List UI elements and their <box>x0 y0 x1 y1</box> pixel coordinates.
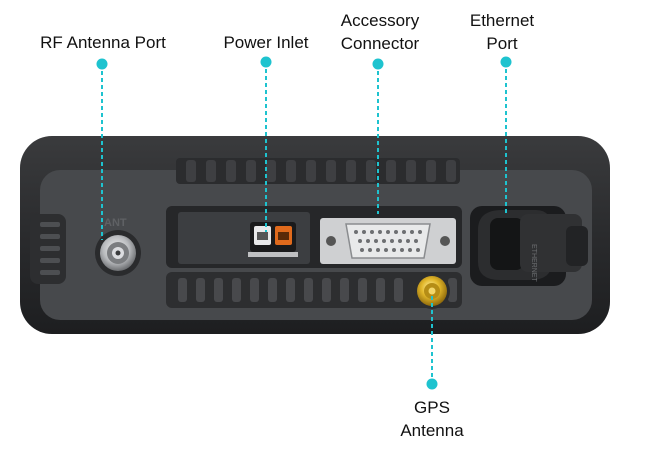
power-inlet-connector <box>248 222 298 257</box>
top-fin-slots <box>186 160 456 182</box>
label-gps-antenna-line-2: Antenna <box>400 421 464 440</box>
left-grip-ribs <box>40 222 60 275</box>
top-cooling-fins <box>176 158 460 184</box>
ethernet-port <box>470 206 588 286</box>
accessory-connector <box>320 218 456 264</box>
label-power-inlet: Power Inlet <box>200 31 332 54</box>
label-accessory-connector-line-2: Connector <box>340 34 420 53</box>
label-power-inlet-line-1: Power Inlet <box>223 33 309 52</box>
label-ethernet-port-line-2: Port <box>486 34 518 53</box>
label-gps-antenna-line-1: GPS <box>414 398 450 417</box>
label-accessory-connector-line-1: Accessory <box>340 11 420 30</box>
callout-dots <box>96 56 512 390</box>
rf-antenna-connector <box>95 230 141 276</box>
label-rf-antenna-port: RF Antenna Port <box>10 31 196 54</box>
label-accessory-connector: Accessory Connector <box>322 9 438 55</box>
callout-dot-ethernet <box>500 56 512 68</box>
callout-dot-rf-antenna <box>96 58 108 70</box>
label-ethernet-port-line-1: Ethernet <box>469 11 535 30</box>
callout-dot-accessory <box>372 58 384 70</box>
bottom-fin-slots <box>178 278 457 302</box>
label-ethernet-port: Ethernet Port <box>454 9 550 55</box>
callout-dot-power-inlet <box>260 56 272 68</box>
accessory-connector-pins <box>354 230 422 252</box>
callout-dot-gps <box>426 378 438 390</box>
callout-lines <box>101 62 507 384</box>
label-rf-antenna-port-line-1: RF Antenna Port <box>40 33 166 52</box>
label-gps-antenna: GPS Antenna <box>384 396 480 442</box>
ant-marking: ANT <box>104 217 127 229</box>
ethernet-marking: ETHERNET <box>530 244 537 282</box>
gps-antenna-connector <box>414 273 450 309</box>
